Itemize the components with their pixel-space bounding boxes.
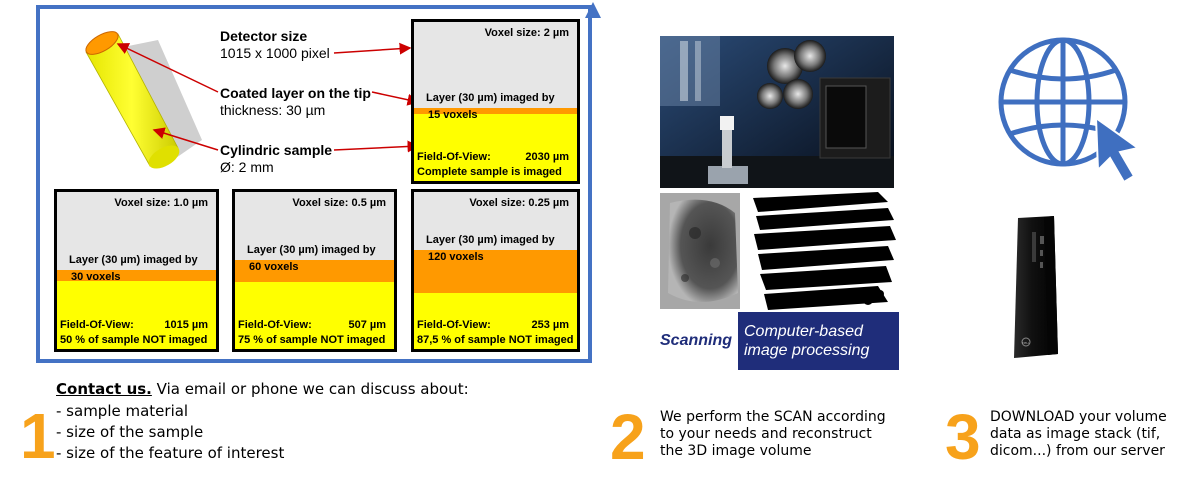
fov-label: Field-Of-View: [417,151,491,163]
coated-layer-band [414,250,577,293]
fov-label: Field-Of-View: [60,319,134,331]
step-3-number: 3 [945,401,981,473]
arrow-sample-to-cylinder [152,127,219,151]
coated-layer-band [235,260,394,282]
ct-slice-image [660,193,740,309]
contact-line: Contact us. Via email or phone we can di… [56,380,469,398]
contact-intro: Via email or phone we can discuss about: [151,380,469,398]
step-3-line: DOWNLOAD your volume [990,409,1167,425]
coated-layer-title: Coated layer on the tip [220,85,371,101]
processing-caption-line: Computer-based [744,323,863,340]
scanning-caption: Scanning [660,332,733,349]
step-2-text: We perform the SCAN according to your ne… [660,409,886,460]
fov-label: Field-Of-View: [417,319,491,331]
fov-value: 507 µm [348,319,386,331]
voxel-size-label: Voxel size: 0.5 µm [292,197,386,209]
sample-note: 75 % of sample NOT imaged [238,334,386,346]
processing-caption-box: Computer-based image processing [738,312,899,370]
voxel-size-label: Voxel size: 0.25 µm [469,197,569,209]
voxel-size-label: Voxel size: 1.0 µm [114,197,208,209]
fov-label: Field-Of-View: [238,319,312,331]
sample-region [57,270,216,349]
step-1-number: 1 [20,400,56,472]
discussion-list: - sample material - size of the sample -… [56,401,284,464]
sample-note: 87,5 % of sample NOT imaged [417,334,574,346]
voxel-panel: Voxel size: 0.5 µm Layer (30 µm) imaged b… [232,189,397,352]
processing-caption-line: image processing [744,342,870,359]
layer-label: Layer (30 µm) imaged by [426,92,555,104]
coated-layer-band [414,108,577,114]
fov-value: 253 µm [531,319,569,331]
step-2-line: We perform the SCAN according [660,409,886,425]
desktop-tower-icon: DELL [1014,216,1058,358]
step-2-line: to your needs and reconstruct [660,426,872,442]
discussion-item: - size of the sample [56,423,204,441]
voxel-panel: Voxel size: 0.25 µm Layer (30 µm) imaged … [411,189,580,352]
discussion-item: - size of the feature of interest [56,444,285,462]
discussion-item: - sample material [56,402,189,420]
voxel-count: 30 voxels [71,271,121,283]
layer-label: Layer (30 µm) imaged by [69,254,198,266]
fov-value: 2030 µm [525,151,569,163]
fov-value: 1015 µm [164,319,208,331]
contact-us-link[interactable]: Contact us. [56,380,152,398]
step-2-number: 2 [610,401,646,473]
diagram-frame [36,5,592,363]
arrow-coated-to-panel [371,91,420,106]
detector-size-title: Detector size [220,28,308,44]
step-3-line: dicom...) from our server [990,443,1165,459]
coated-layer-band [57,270,216,281]
voxel-count: 15 voxels [428,109,478,121]
layer-label: Layer (30 µm) imaged by [247,244,376,256]
voxel-panel: Voxel size: 1.0 µm Layer (30 µm) imaged b… [54,189,219,352]
step-3-text: DOWNLOAD your volume data as image stack… [990,409,1167,460]
step-2-line: the 3D image volume [660,443,812,459]
sample-note: Complete sample is imaged [417,166,562,178]
step-3-line: data as image stack (tif, [990,426,1161,442]
annotation-arrows [116,42,420,153]
arrow-coated-to-tip [116,43,219,93]
cylindric-sample-title: Cylindric sample [220,142,333,158]
coated-layer-value: thickness: 30 µm [220,102,326,118]
voxel-count: 120 voxels [428,251,484,263]
voxel-count: 60 voxels [249,261,299,273]
arrow-detector [333,42,412,55]
cursor-arrow-icon [1094,116,1141,184]
dell-logo: DELL [1022,341,1030,345]
sample-note: 50 % of sample NOT imaged [60,334,208,346]
detector-size-value: 1015 x 1000 pixel [220,45,330,61]
voxel-size-label: Voxel size: 2 µm [484,27,569,39]
layer-label: Layer (30 µm) imaged by [426,234,555,246]
segmented-layers-image [748,190,898,312]
voxel-panel: Voxel size: 2 µm Layer (30 µm) imaged by 1… [411,19,580,184]
processing-caption: Computer-based image processing [744,322,869,360]
sample-region [414,108,577,181]
globe-icon [998,37,1141,184]
cylindric-sample-value: Ø: 2 mm [220,159,274,175]
frame-arrow-icon [585,2,601,18]
arrow-sample-to-panel [333,140,420,153]
scanner-photo [660,36,894,188]
